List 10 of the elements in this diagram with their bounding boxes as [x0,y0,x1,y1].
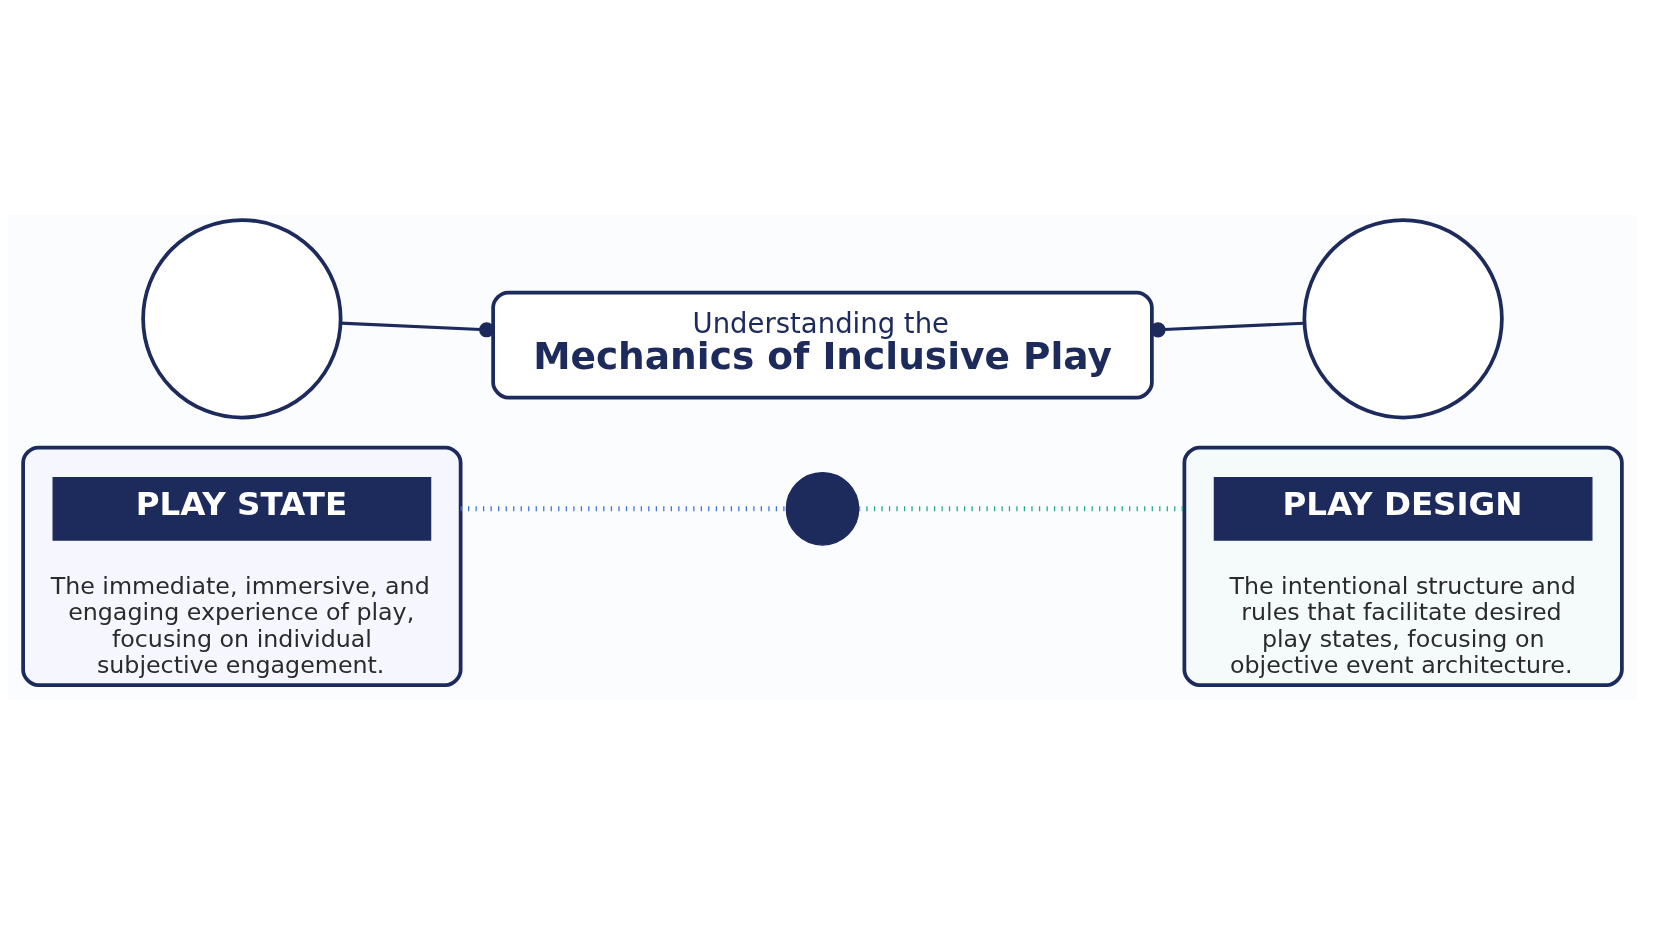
connector [859,505,1185,511]
node-circle [1302,217,1504,419]
connector [340,321,495,337]
node-circle [785,471,860,546]
node-circle [141,217,343,419]
connector [460,505,787,511]
node-box: PLAY STATE [52,476,432,541]
connector [1150,321,1305,337]
node-box: PLAY DESIGN [1213,476,1593,541]
node-box: Understanding the Mechanics of Inclusive Play [491,290,1154,399]
